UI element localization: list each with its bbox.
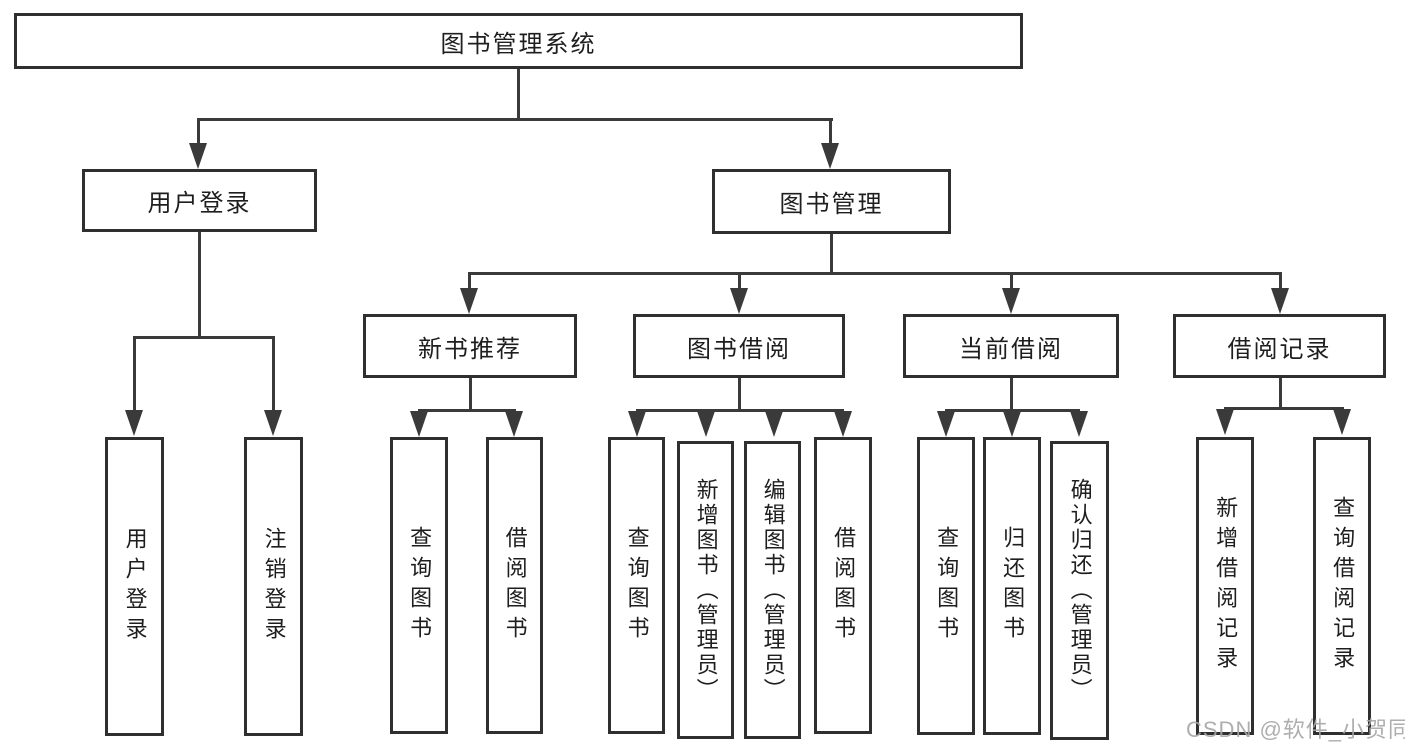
node-borrow-records: 借阅记录 (1173, 314, 1386, 378)
arrow-down-icon (1216, 409, 1234, 435)
arrow-down-icon (937, 411, 955, 437)
connector-cb-stem (1010, 378, 1013, 412)
leaf-logout: 注销登录 (244, 437, 303, 736)
connector-drop (197, 118, 200, 145)
arrow-down-icon (821, 143, 839, 169)
arrow-down-icon (697, 411, 715, 437)
arrow-down-icon (505, 411, 523, 437)
node-current-borrow: 当前借阅 (903, 314, 1119, 378)
arrow-down-icon (264, 410, 282, 436)
arrow-down-icon (765, 411, 783, 437)
leaf-bb-borrow-books: 借阅图书 (814, 437, 872, 734)
node-book-management-label: 图书管理 (779, 191, 884, 218)
connector-drop (133, 336, 136, 411)
leaf-cb-query-books: 查询图书 (917, 437, 975, 735)
connector-nb-stem (469, 378, 472, 412)
leaf-nb-borrow-books: 借阅图书 (486, 437, 543, 734)
arrow-down-icon (410, 411, 428, 437)
node-current-borrow-label: 当前借阅 (959, 335, 1063, 363)
arrow-down-icon (189, 143, 207, 169)
connector-drop (272, 336, 275, 411)
connector-bm-stem (830, 234, 833, 275)
arrow-down-icon (1003, 411, 1021, 437)
leaf-user-login: 用户登录 (105, 437, 164, 736)
leaf-br-query-record: 查询借阅记录 (1313, 437, 1371, 735)
node-book-management: 图书管理 (712, 169, 951, 234)
leaf-bb-add-books-admin: 新增图书（管理员） (677, 441, 734, 739)
connector-nb-rail (418, 409, 516, 412)
connector-ul-rail (133, 336, 275, 339)
connector-br-rail (1224, 407, 1344, 410)
leaf-bb-query-books: 查询图书 (608, 437, 665, 734)
connector-bb-stem (738, 378, 741, 412)
arrow-down-icon (1070, 411, 1088, 437)
node-user-login: 用户登录 (82, 169, 317, 232)
arrow-down-icon (1271, 288, 1289, 314)
node-user-login-label: 用户登录 (147, 190, 252, 217)
arrow-down-icon (460, 288, 478, 314)
connector-drop (829, 118, 832, 145)
connector-drop (738, 272, 741, 289)
leaf-nb-query-books: 查询图书 (390, 437, 448, 734)
node-book-borrow-label: 图书借阅 (687, 335, 791, 363)
connector-ul-stem (198, 232, 201, 339)
arrow-down-icon (628, 411, 646, 437)
leaf-cb-return-books: 归还图书 (983, 437, 1041, 735)
node-book-borrow: 图书借阅 (633, 314, 845, 378)
connector-root-stem (517, 69, 520, 118)
node-new-book-recommend: 新书推荐 (363, 314, 577, 378)
connector-drop (1010, 272, 1013, 289)
arrow-down-icon (125, 410, 143, 436)
connector-bm-rail (468, 272, 1282, 275)
csdn-watermark: CSDN @软件_小贺同学 (1186, 717, 1405, 742)
leaf-bb-edit-books-admin: 编辑图书（管理员） (744, 441, 801, 739)
connector-drop (1279, 272, 1282, 289)
connector-drop (468, 272, 471, 289)
connector-bb-rail (636, 409, 844, 412)
leaf-cb-confirm-return-admin: 确认归还（管理员） (1050, 441, 1109, 740)
leaf-br-add-record: 新增借阅记录 (1196, 437, 1254, 735)
connector-cb-rail (945, 409, 1080, 412)
node-borrow-records-label: 借阅记录 (1227, 335, 1332, 363)
arrow-down-icon (730, 288, 748, 314)
node-root: 图书管理系统 (14, 13, 1023, 69)
connector-root-rail (197, 118, 833, 121)
node-new-book-recommend-label: 新书推荐 (418, 335, 522, 363)
arrow-down-icon (1002, 288, 1020, 314)
connector-br-stem (1279, 378, 1282, 409)
node-root-label: 图书管理系统 (440, 30, 597, 58)
arrow-down-icon (1333, 409, 1351, 435)
arrow-down-icon (834, 411, 852, 437)
